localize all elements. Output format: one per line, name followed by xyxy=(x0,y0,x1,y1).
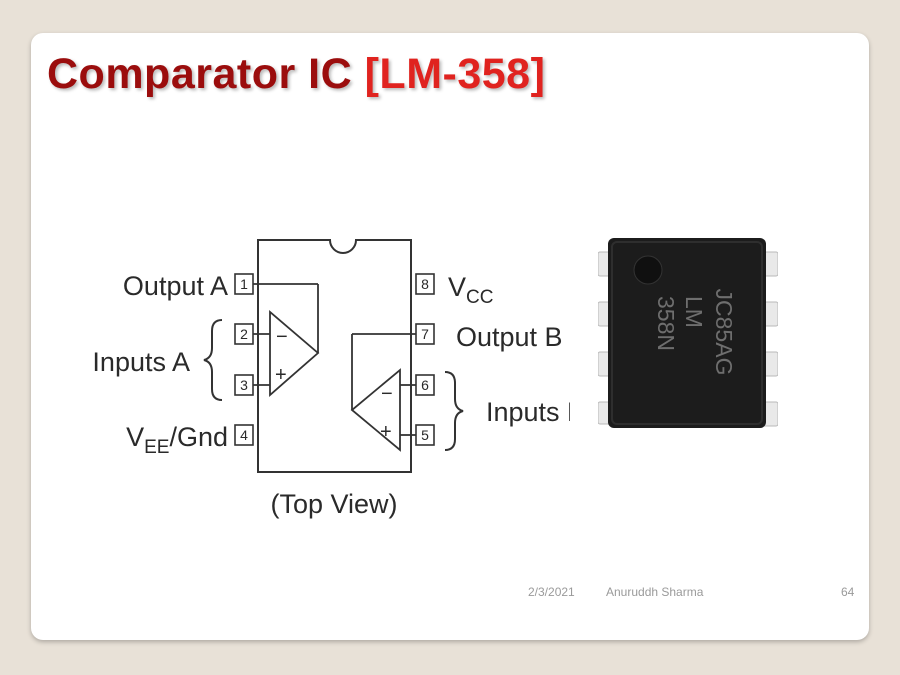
label-vcc: VCC xyxy=(448,272,493,308)
opamp-a-minus-sign: − xyxy=(276,326,288,348)
pin-number-6: 6 xyxy=(421,377,429,393)
pin-box-4 xyxy=(234,424,254,446)
label-vee-subscript: EE xyxy=(144,437,169,458)
footer-date: 2/3/2021 xyxy=(528,585,575,599)
pin-number-1: 1 xyxy=(240,276,248,292)
opamp-a-symbol xyxy=(253,283,320,397)
label-output-b: Output B xyxy=(456,322,563,352)
label-output-a: Output A xyxy=(123,271,228,301)
title-main: Comparator IC xyxy=(47,50,353,98)
top-view-caption: (Top View) xyxy=(270,489,397,519)
label-vcc-main: V xyxy=(448,272,466,302)
pin-number-5: 5 xyxy=(421,427,429,443)
chip-marking-line2: LM xyxy=(681,296,707,328)
label-vcc-subscript: CC xyxy=(466,287,493,308)
ic-package-outline xyxy=(257,239,412,473)
opamp-b-minus-sign: − xyxy=(381,383,393,405)
title-accent: [LM-358] xyxy=(364,50,546,98)
chip-markings: JC85AG LM 358N xyxy=(653,289,737,376)
pin-number-4: 4 xyxy=(240,427,248,443)
slide-title: Comparator IC [LM-358] xyxy=(47,50,545,99)
footer-page-number: 64 xyxy=(841,585,855,599)
lm358-chip-photo: JC85AG LM 358N xyxy=(598,238,778,428)
pin-number-8: 8 xyxy=(421,276,429,292)
label-vee-gnd: VEE/Gnd xyxy=(126,422,228,458)
chip-marking-line3: 358N xyxy=(653,296,679,351)
opamp-a-plus-sign: + xyxy=(275,364,287,386)
opamp-b-plus-sign: + xyxy=(380,421,392,443)
label-vee-main: V xyxy=(126,422,144,452)
chip-body xyxy=(608,238,766,428)
lm358-pinout-diagram: 1 2 3 4 8 7 6 5 − + − + Output A Inputs … xyxy=(92,239,570,519)
label-inputs-a: Inputs A xyxy=(92,347,190,377)
footer-author: Anuruddh Sharma xyxy=(606,585,704,599)
pin-box-8 xyxy=(415,273,435,295)
pin1-dimple xyxy=(633,255,663,285)
label-gnd: /Gnd xyxy=(169,422,228,452)
pin-number-2: 2 xyxy=(240,326,248,342)
chip-marking-line1: JC85AG xyxy=(711,289,737,376)
inputs-b-brace xyxy=(444,371,464,451)
pin-number-7: 7 xyxy=(421,326,429,342)
chip-body-highlight xyxy=(611,241,763,425)
inputs-a-brace xyxy=(203,319,223,401)
label-inputs-b: Inputs B xyxy=(486,397,570,427)
pin-number-3: 3 xyxy=(240,377,248,393)
opamp-b-symbol xyxy=(350,333,416,452)
